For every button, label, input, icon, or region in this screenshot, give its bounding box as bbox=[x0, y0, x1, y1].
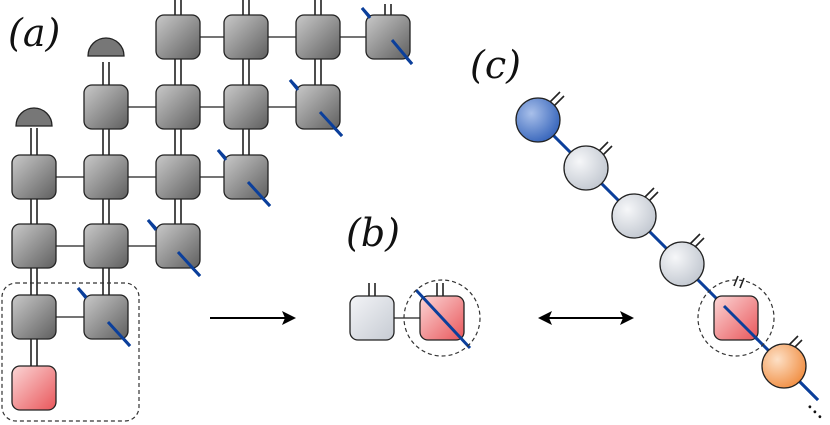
selection-circle bbox=[403, 279, 481, 357]
orange-tensor bbox=[761, 343, 807, 389]
double-leg-icons bbox=[30, 0, 392, 366]
physical-leg-overlay bbox=[76, 7, 414, 348]
tensor-tiles bbox=[11, 14, 411, 340]
double-leg-icons bbox=[549, 91, 803, 351]
physical-leg-icon bbox=[414, 288, 472, 350]
boundary-cap-icon bbox=[87, 37, 125, 57]
right-arrow-icon bbox=[210, 311, 296, 325]
panel-b-label: (b) bbox=[346, 211, 400, 255]
selection-box bbox=[1, 282, 140, 422]
selection-circle bbox=[697, 279, 775, 357]
double-leg-icon bbox=[436, 283, 444, 297]
red-tensor bbox=[11, 365, 57, 411]
light-tensor bbox=[611, 193, 657, 239]
double-headed-arrow-icon bbox=[538, 311, 634, 325]
double-leg-icon bbox=[368, 283, 376, 297]
panel-c-label: (c) bbox=[470, 43, 521, 87]
ellipsis: ... bbox=[802, 392, 830, 425]
light-tensor bbox=[563, 145, 609, 191]
boundary-cap-icon bbox=[15, 107, 53, 127]
light-tensor bbox=[659, 241, 705, 287]
panel-c: (c) ... bbox=[470, 43, 830, 424]
light-tensor bbox=[349, 295, 395, 341]
panel-a-label: (a) bbox=[8, 11, 60, 55]
blue-tensor bbox=[515, 97, 561, 143]
panel-a: (a) bbox=[1, 0, 414, 422]
panel-b: (b) bbox=[346, 211, 481, 357]
